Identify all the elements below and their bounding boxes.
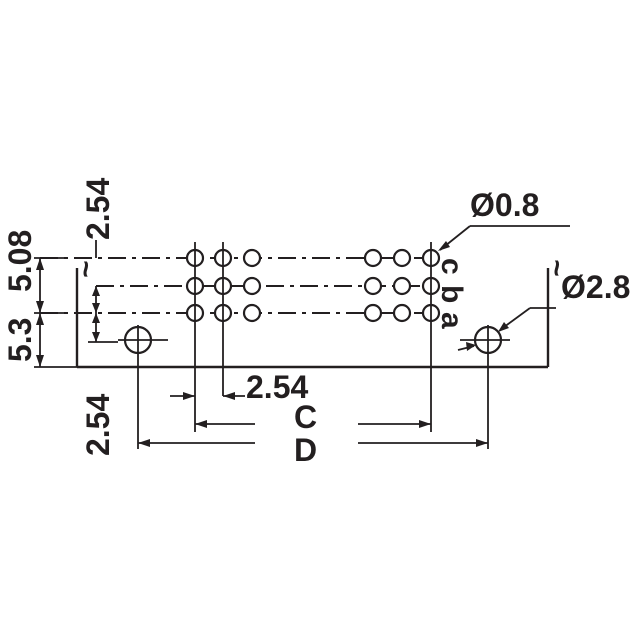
pin-holes — [185, 248, 441, 323]
row-label-c: c — [435, 258, 468, 275]
break-mark-left: ~ — [69, 260, 102, 278]
break-mark-right: ~ — [540, 259, 573, 277]
row-label-a: a — [435, 312, 468, 329]
board-outline — [75, 268, 550, 369]
dim-label-pin-hole: Ø0.8 — [470, 187, 539, 223]
dim-label-pitch-vertical-bottom: 2.54 — [80, 394, 116, 456]
row-label-b: b — [435, 285, 468, 303]
leader-pin-hole — [438, 225, 570, 251]
dim-d-line — [138, 439, 488, 447]
dim-label-d: D — [294, 432, 317, 468]
dim-pitch-vertical — [88, 240, 118, 343]
dim-label-c: C — [294, 399, 317, 435]
mounting-hole-right — [460, 325, 510, 355]
dim-label-offset: 5.3 — [2, 318, 38, 362]
dim-label-row-span: 5.08 — [2, 230, 38, 292]
dim-label-pitch-vertical-top: 2.54 — [80, 178, 116, 240]
leader-mount-hole — [457, 307, 556, 351]
mounting-hole-left — [118, 325, 168, 355]
dim-label-mount-hole: Ø2.8 — [561, 269, 630, 305]
extension-lines — [137, 242, 489, 449]
dim-c-line — [195, 420, 431, 428]
dim-pitch-horizontal — [170, 392, 245, 400]
dim-label-pitch-horizontal: 2.54 — [246, 369, 308, 405]
dim-left-vertical — [34, 257, 77, 368]
